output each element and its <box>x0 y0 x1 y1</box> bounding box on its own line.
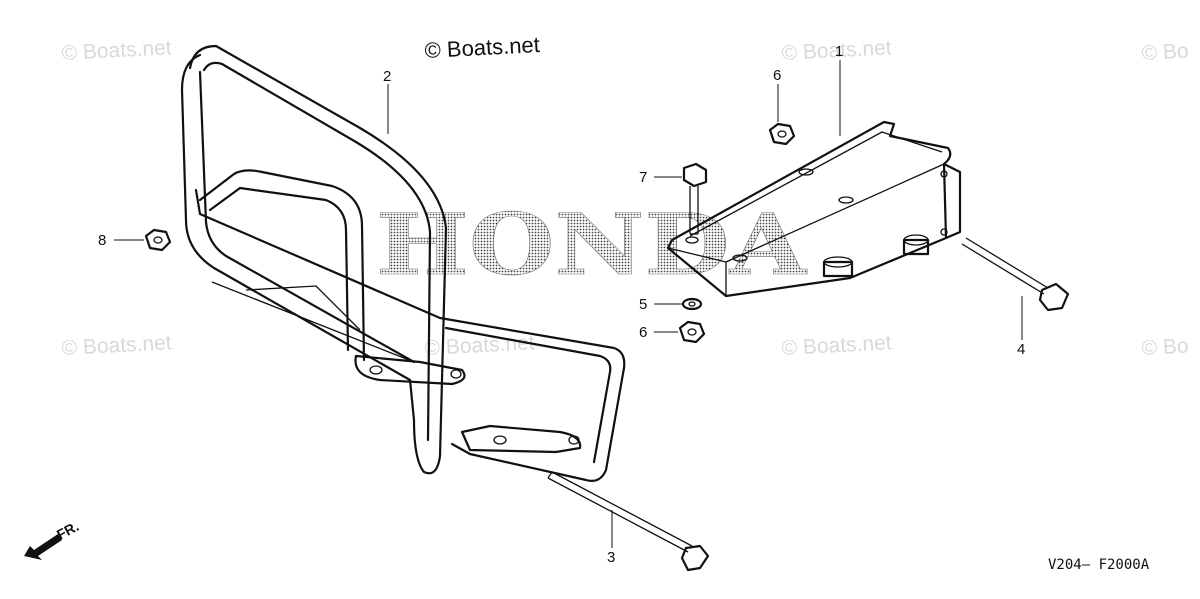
watermark-main: © Boats.net <box>424 32 540 63</box>
guard-frame <box>180 44 626 482</box>
callout-2: 2 <box>383 68 391 85</box>
side-bolt <box>961 237 1070 312</box>
front-direction-arrow: FR. <box>24 518 81 560</box>
watermark-faint: © Bo <box>1141 40 1189 65</box>
callout-1: 1 <box>835 43 843 60</box>
callout-6-lower: 6 <box>639 324 647 341</box>
callout-5: 5 <box>639 296 647 313</box>
watermark-faint: © Bo <box>1141 335 1189 360</box>
leader-lines <box>114 60 1023 548</box>
flange-nut-lower <box>678 320 706 344</box>
watermark-faint: © Boats.net <box>61 36 172 65</box>
watermark-faint: © Boats.net <box>424 331 535 360</box>
flange-nut-upper <box>768 122 796 146</box>
callout-4: 4 <box>1017 341 1025 358</box>
watermark-faint: © Boats.net <box>781 331 892 360</box>
diagram-code: V204— F2000A <box>1048 557 1150 573</box>
hex-nut <box>144 228 172 252</box>
washer <box>681 297 703 311</box>
flange-bolt <box>682 162 708 235</box>
watermark-faint: © Boats.net <box>61 331 172 360</box>
callout-3: 3 <box>607 549 615 566</box>
mounting-bracket <box>666 120 962 298</box>
callout-7: 7 <box>639 169 647 186</box>
long-bolt <box>547 471 710 572</box>
callout-8: 8 <box>98 232 106 249</box>
callout-6-upper: 6 <box>773 67 781 84</box>
